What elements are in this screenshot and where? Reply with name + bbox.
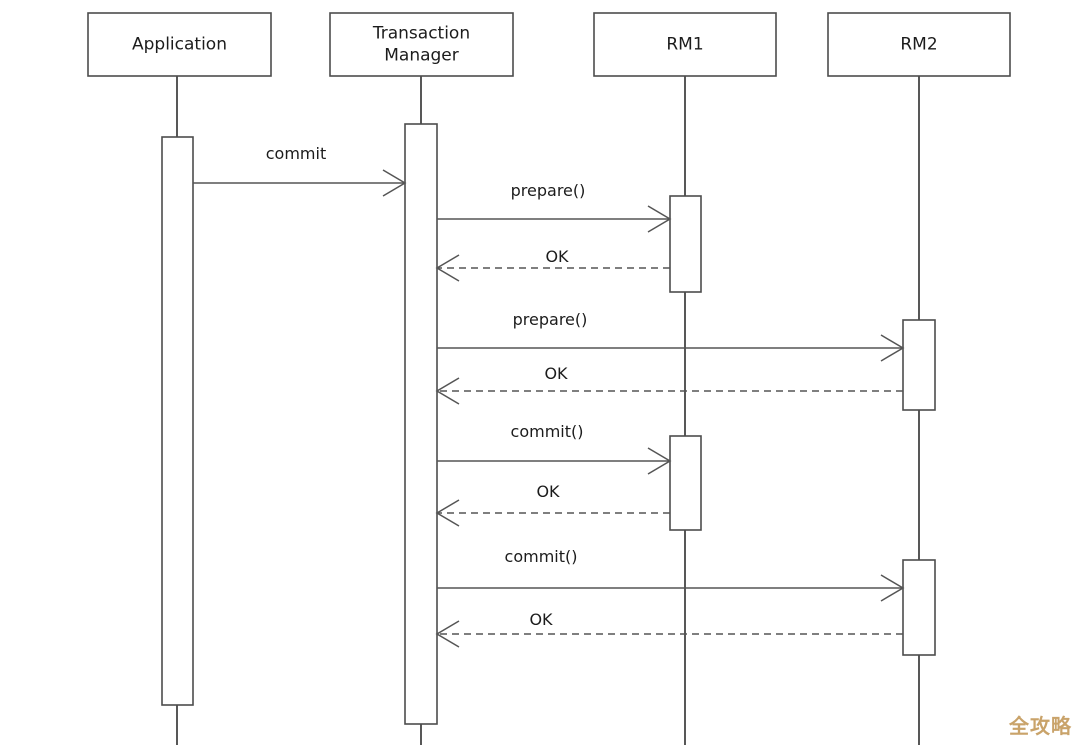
activations-layer — [161, 123, 936, 725]
participant-application-label: Application — [132, 35, 227, 55]
msg-prepare-tm-to-rm2-arrowhead — [880, 334, 905, 362]
msg-ok-rm1-to-tm-prepare-arrowhead — [435, 254, 460, 282]
msg-commit-tm-to-rm1[interactable]: commit() — [437, 422, 672, 475]
msg-ok-rm2-to-tm-commit[interactable]: OK — [435, 610, 903, 648]
activation-transaction-manager[interactable] — [404, 123, 438, 725]
activation-rm1-commit[interactable] — [669, 435, 702, 531]
msg-ok-rm2-to-tm-prepare-arrowhead — [435, 377, 460, 405]
msg-ok-rm2-to-tm-prepare[interactable]: OK — [435, 364, 903, 405]
participant-rm2-label: RM2 — [900, 35, 937, 55]
msg-prepare-tm-to-rm2[interactable]: prepare() — [437, 310, 905, 362]
participant-rm1-label: RM1 — [666, 35, 703, 55]
msg-ok-rm2-to-tm-commit-arrowhead — [435, 620, 460, 648]
msg-ok-rm1-to-tm-commit-arrowhead — [435, 499, 460, 527]
participant-transaction-manager-label: Manager — [384, 46, 459, 66]
activation-application[interactable] — [161, 136, 194, 706]
msg-commit-tm-to-rm1-arrowhead — [647, 447, 672, 475]
msg-ok-rm2-to-tm-commit-label: OK — [529, 610, 553, 629]
msg-prepare-tm-to-rm1-arrowhead — [647, 205, 672, 233]
msg-commit-app-to-tm-arrowhead — [382, 169, 407, 197]
msg-commit-tm-to-rm2-label: commit() — [505, 547, 578, 566]
msg-ok-rm1-to-tm-commit-label: OK — [536, 482, 560, 501]
participant-transaction-manager-label: Transaction — [372, 24, 470, 44]
msg-commit-tm-to-rm2-arrowhead — [880, 574, 905, 602]
msg-ok-rm2-to-tm-prepare-label: OK — [544, 364, 568, 383]
lifelines-layer — [176, 76, 920, 745]
activation-rm2-commit[interactable] — [902, 559, 936, 656]
watermark: 全攻略 — [1009, 714, 1072, 738]
activation-rm2-prepare[interactable] — [902, 319, 936, 411]
msg-commit-tm-to-rm1-label: commit() — [511, 422, 584, 441]
msg-prepare-tm-to-rm2-label: prepare() — [513, 310, 588, 329]
msg-ok-rm1-to-tm-prepare[interactable]: OK — [435, 247, 670, 282]
participant-rm1[interactable]: RM1 — [593, 12, 777, 77]
activation-rm1-prepare[interactable] — [669, 195, 702, 293]
participant-application[interactable]: Application — [87, 12, 272, 77]
messages-layer: commit prepare() OK prepare() OK commit() OK co… — [193, 144, 905, 648]
msg-commit-app-to-tm[interactable]: commit — [193, 144, 407, 197]
msg-commit-tm-to-rm2[interactable]: commit() — [437, 547, 905, 602]
msg-ok-rm1-to-tm-commit[interactable]: OK — [435, 482, 670, 527]
msg-ok-rm1-to-tm-prepare-label: OK — [545, 247, 569, 266]
msg-commit-app-to-tm-label: commit — [266, 144, 326, 163]
msg-prepare-tm-to-rm1-label: prepare() — [511, 181, 586, 200]
msg-prepare-tm-to-rm1[interactable]: prepare() — [437, 181, 672, 233]
participant-rm2[interactable]: RM2 — [827, 12, 1011, 77]
